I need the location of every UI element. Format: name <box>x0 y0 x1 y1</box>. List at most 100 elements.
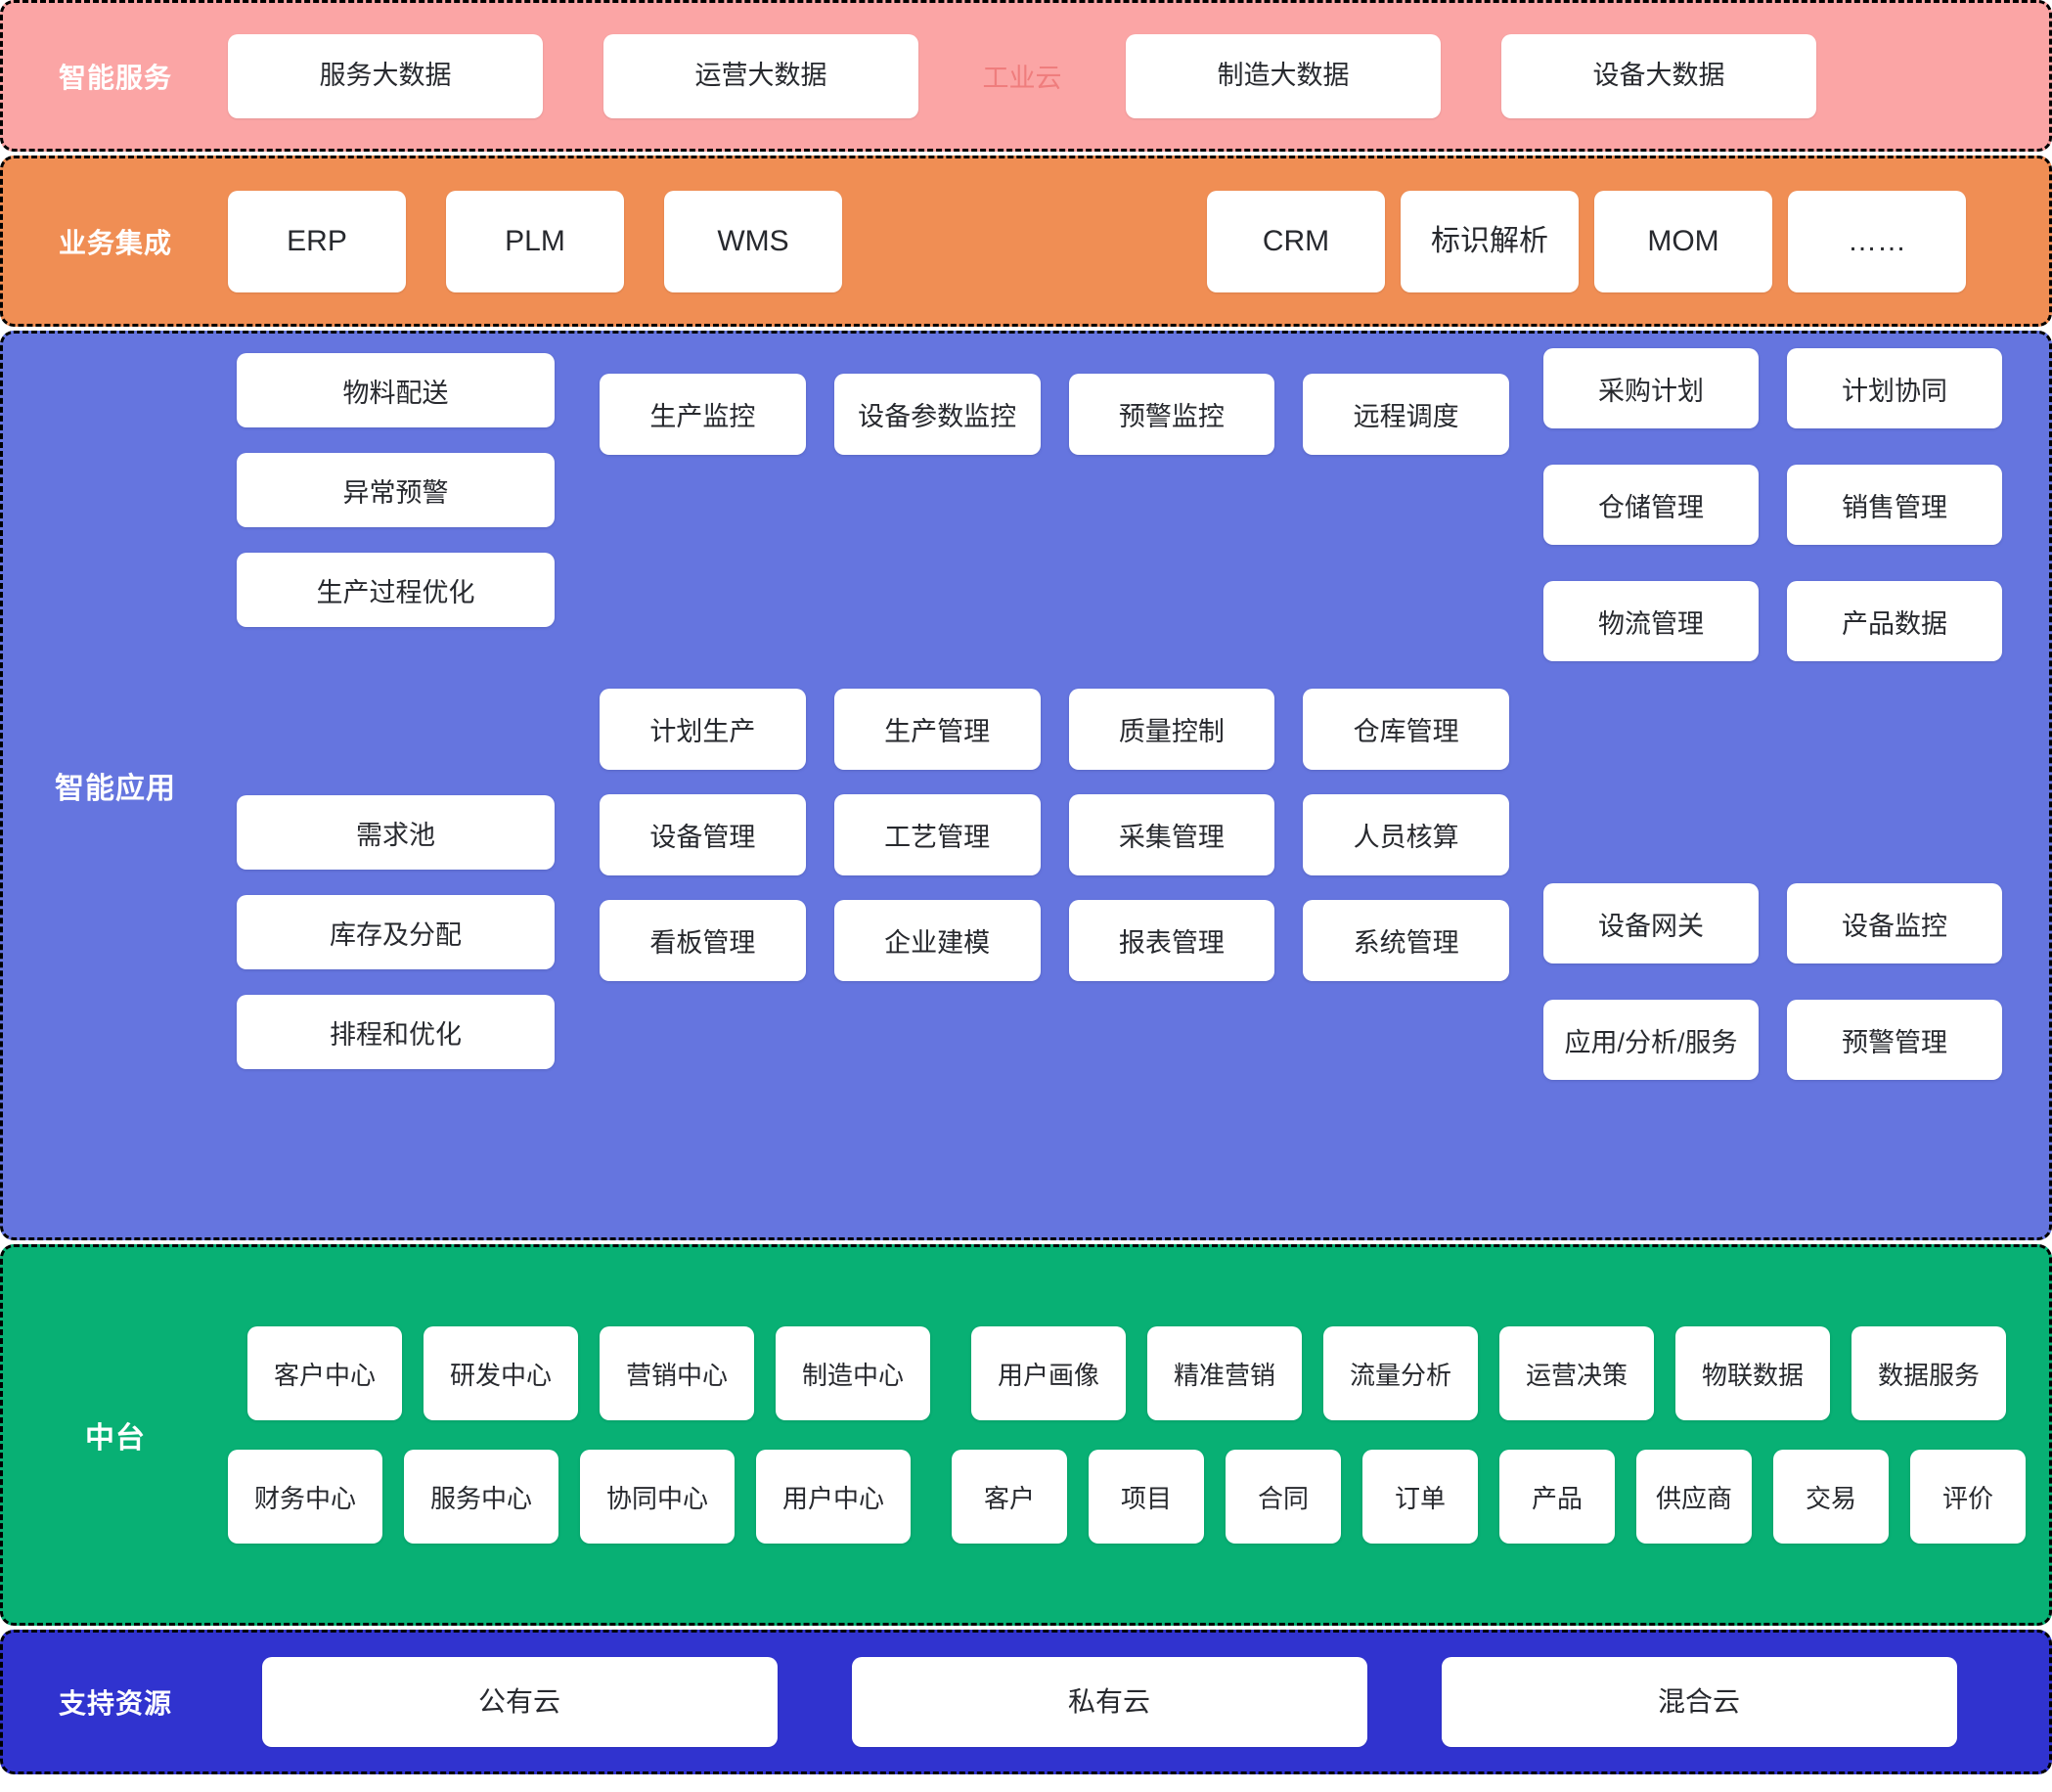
band-intelligent-service: 智能服务 服务大数据 运营大数据 工业云 制造大数据 设备大数据 <box>0 0 2052 152</box>
application-grid: 物料配送 异常预警 生产过程优化 需求池 库存及分配 排程和优化 生产监控 设备… <box>228 334 2049 1237</box>
app-card-application-analysis-service[interactable]: 应用/分析/服务 <box>1543 1000 1759 1080</box>
band-label-support-resources: 支持资源 <box>58 1688 172 1719</box>
application-center-row-4: 看板管理 企业建模 报表管理 系统管理 <box>600 900 1509 981</box>
mid-card-collaboration-center[interactable]: 协同中心 <box>580 1450 735 1544</box>
app-card-plan-collaboration[interactable]: 计划协同 <box>1787 348 2002 428</box>
spacer <box>237 427 555 453</box>
mid-card-precision-marketing[interactable]: 精准营销 <box>1147 1326 1302 1420</box>
app-card-quality-control[interactable]: 质量控制 <box>1068 689 1275 770</box>
app-card-process-management[interactable]: 工艺管理 <box>833 794 1041 875</box>
band-business-integration: 业务集成 ERP PLM WMS CRM 标识解析 MOM …… <box>0 156 2052 327</box>
app-card-sales-management[interactable]: 销售管理 <box>1787 465 2002 545</box>
app-card-report-management[interactable]: 报表管理 <box>1068 900 1275 981</box>
resource-card-hybrid-cloud[interactable]: 混合云 <box>1441 1657 1957 1747</box>
app-card-material-delivery[interactable]: 物料配送 <box>237 353 555 427</box>
mid-card-supplier[interactable]: 供应商 <box>1636 1450 1752 1544</box>
middle-platform-row-2: 财务中心 服务中心 协同中心 用户中心 客户 项目 合同 订单 产品 供应商 交… <box>228 1450 2026 1544</box>
app-card-collection-management[interactable]: 采集管理 <box>1068 794 1275 875</box>
mid-card-project[interactable]: 项目 <box>1089 1450 1204 1544</box>
mid-card-rd-center[interactable]: 研发中心 <box>424 1326 578 1420</box>
middle-platform-row2-group1: 财务中心 服务中心 协同中心 用户中心 <box>228 1450 911 1544</box>
service-card-equipment-bigdata[interactable]: 设备大数据 <box>1501 33 1816 118</box>
app-card-production-monitoring[interactable]: 生产监控 <box>600 374 806 455</box>
app-card-inventory-allocation[interactable]: 库存及分配 <box>237 895 555 969</box>
mid-card-traffic-analysis[interactable]: 流量分析 <box>1323 1326 1478 1420</box>
app-card-logistics-management[interactable]: 物流管理 <box>1543 581 1759 661</box>
mid-card-marketing-center[interactable]: 营销中心 <box>600 1326 754 1420</box>
app-card-abnormal-alert[interactable]: 异常预警 <box>237 453 555 527</box>
band-support-resources: 支持资源 公有云 私有云 混合云 <box>0 1630 2052 1774</box>
app-card-planned-production[interactable]: 计划生产 <box>600 689 806 770</box>
app-card-production-management[interactable]: 生产管理 <box>833 689 1041 770</box>
business-card-more[interactable]: …… <box>1788 190 1966 292</box>
mid-card-iot-data[interactable]: 物联数据 <box>1675 1326 1830 1420</box>
service-card-service-bigdata[interactable]: 服务大数据 <box>228 33 543 118</box>
mid-card-customer-center[interactable]: 客户中心 <box>247 1326 402 1420</box>
app-card-alert-management[interactable]: 预警管理 <box>1787 1000 2002 1080</box>
app-card-equipment-parameter-monitoring[interactable]: 设备参数监控 <box>833 374 1041 455</box>
resource-card-public-cloud[interactable]: 公有云 <box>261 1657 778 1747</box>
app-card-production-process-optimization[interactable]: 生产过程优化 <box>237 553 555 627</box>
app-card-purchase-plan[interactable]: 采购计划 <box>1543 348 1759 428</box>
business-card-erp[interactable]: ERP <box>228 190 406 292</box>
spacer <box>1543 428 2003 465</box>
service-card-operation-bigdata[interactable]: 运营大数据 <box>603 33 918 118</box>
band-body-middle-platform: 客户中心 研发中心 营销中心 制造中心 用户画像 精准营销 流量分析 运营决策 … <box>228 1326 2052 1544</box>
app-card-demand-pool[interactable]: 需求池 <box>237 795 555 870</box>
mid-card-user-center[interactable]: 用户中心 <box>756 1450 911 1544</box>
service-card-manufacture-bigdata[interactable]: 制造大数据 <box>1126 33 1441 118</box>
mid-card-service-center[interactable]: 服务中心 <box>404 1450 558 1544</box>
app-card-kanban-management[interactable]: 看板管理 <box>600 900 806 981</box>
application-right-row-2: 仓储管理 销售管理 <box>1543 465 2003 545</box>
mid-card-product[interactable]: 产品 <box>1499 1450 1615 1544</box>
spacer <box>600 875 1509 900</box>
app-card-remote-dispatch[interactable]: 远程调度 <box>1303 374 1509 455</box>
mid-card-evaluation[interactable]: 评价 <box>1910 1450 2026 1544</box>
band-label-business-integration: 业务集成 <box>58 227 172 258</box>
spacer <box>237 527 555 553</box>
app-card-scheduling-optimization[interactable]: 排程和优化 <box>237 995 555 1069</box>
app-card-alert-monitoring[interactable]: 预警监控 <box>1068 374 1275 455</box>
mid-card-operation-decision[interactable]: 运营决策 <box>1499 1326 1654 1420</box>
mid-card-user-profile[interactable]: 用户画像 <box>971 1326 1126 1420</box>
app-card-enterprise-modeling[interactable]: 企业建模 <box>833 900 1041 981</box>
app-card-warehousing-management[interactable]: 仓储管理 <box>1543 465 1759 545</box>
mid-card-transaction[interactable]: 交易 <box>1773 1450 1889 1544</box>
business-card-identity-resolution[interactable]: 标识解析 <box>1401 190 1579 292</box>
mid-card-finance-center[interactable]: 财务中心 <box>228 1450 382 1544</box>
application-right-row-3: 物流管理 产品数据 <box>1543 581 2003 661</box>
business-left-group: ERP PLM WMS <box>228 190 842 292</box>
app-card-equipment-management[interactable]: 设备管理 <box>600 794 806 875</box>
spacer <box>1543 545 2003 581</box>
middle-platform-row-1: 客户中心 研发中心 营销中心 制造中心 用户画像 精准营销 流量分析 运营决策 … <box>247 1326 2006 1420</box>
middle-platform-row1-group1: 客户中心 研发中心 营销中心 制造中心 <box>247 1326 930 1420</box>
mid-card-contract[interactable]: 合同 <box>1226 1450 1341 1544</box>
business-card-mom[interactable]: MOM <box>1594 190 1772 292</box>
mid-card-order[interactable]: 订单 <box>1362 1450 1478 1544</box>
app-card-system-management[interactable]: 系统管理 <box>1303 900 1509 981</box>
application-center-row-3: 设备管理 工艺管理 采集管理 人员核算 <box>600 794 1509 875</box>
resource-card-private-cloud[interactable]: 私有云 <box>851 1657 1367 1747</box>
spacer <box>600 770 1509 794</box>
service-tag-industrial-cloud: 工业云 <box>982 64 1062 93</box>
application-center-row-1: 生产监控 设备参数监控 预警监控 远程调度 <box>600 374 1509 455</box>
band-body-business-integration: ERP PLM WMS CRM 标识解析 MOM …… <box>228 190 2049 292</box>
spacer <box>237 627 555 795</box>
application-right-row-5: 应用/分析/服务 预警管理 <box>1543 1000 2003 1080</box>
band-body-intelligent-service: 服务大数据 运营大数据 工业云 制造大数据 设备大数据 <box>228 33 2049 118</box>
mid-card-customer[interactable]: 客户 <box>952 1450 1067 1544</box>
app-card-device-monitoring[interactable]: 设备监控 <box>1787 883 2002 963</box>
middle-platform-row1-group2: 用户画像 精准营销 流量分析 运营决策 物联数据 数据服务 <box>971 1326 2006 1420</box>
band-label-intelligent-service: 智能服务 <box>58 62 172 93</box>
mid-card-data-service[interactable]: 数据服务 <box>1851 1326 2006 1420</box>
app-card-product-data[interactable]: 产品数据 <box>1787 581 2002 661</box>
application-right-block: 采购计划 计划协同 仓储管理 销售管理 物流管理 产品数据 设备网关 设备监控 <box>1543 348 2003 1080</box>
business-card-plm[interactable]: PLM <box>446 190 624 292</box>
app-card-device-gateway[interactable]: 设备网关 <box>1543 883 1759 963</box>
app-card-warehouse-management[interactable]: 仓库管理 <box>1303 689 1509 770</box>
business-card-crm[interactable]: CRM <box>1207 190 1385 292</box>
spacer <box>1543 963 2003 1000</box>
app-card-personnel-accounting[interactable]: 人员核算 <box>1303 794 1509 875</box>
business-card-wms[interactable]: WMS <box>664 190 842 292</box>
mid-card-manufacturing-center[interactable]: 制造中心 <box>776 1326 930 1420</box>
